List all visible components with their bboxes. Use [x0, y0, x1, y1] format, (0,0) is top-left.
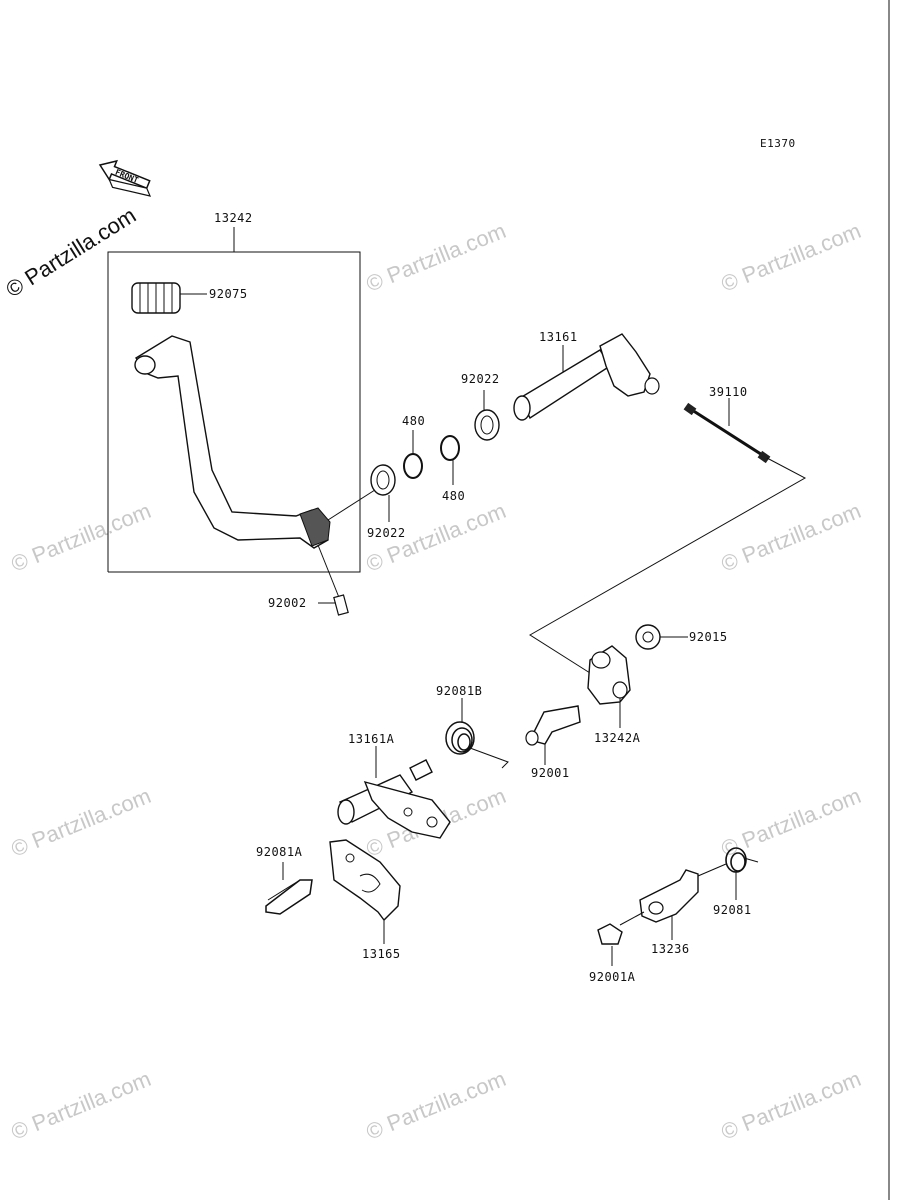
part-label-92002: 92002: [268, 596, 307, 610]
bolt-92001A: [597, 911, 645, 966]
part-label-13161A: 13161A: [348, 732, 395, 746]
watermark: © Partzilla.com: [8, 498, 155, 577]
leader: [529, 457, 807, 674]
bolt-92001: [525, 705, 581, 765]
lever-13236: [639, 869, 699, 940]
washer-92022-bottom: [370, 464, 396, 522]
rubber-92075: [131, 282, 207, 314]
circlip-480-top: [403, 430, 423, 479]
arm-13242A: [587, 645, 631, 728]
bolt-92002: [317, 544, 349, 616]
nut-92015: [635, 624, 688, 650]
part-label-92001: 92001: [531, 766, 570, 780]
part-label-92022-bottom: 92022: [367, 526, 406, 540]
part-label-39110: 39110: [709, 385, 748, 399]
part-label-92015: 92015: [689, 630, 728, 644]
part-label-92001A: 92001A: [589, 970, 636, 984]
watermark: © Partzilla.com: [718, 783, 865, 862]
leader: [327, 487, 379, 521]
part-label-13242: 13242: [214, 211, 253, 225]
watermark: © Partzilla.com: [8, 1066, 155, 1145]
plate-13165: [329, 839, 401, 944]
part-label-13242A: 13242A: [594, 731, 641, 745]
shift-shaft-13161: [513, 333, 660, 421]
spring-92081B: [445, 698, 509, 769]
part-label-13165: 13165: [362, 947, 401, 961]
washer-92022-top: [474, 390, 500, 441]
clip-92081A: [265, 862, 313, 915]
part-label-13236: 13236: [651, 942, 690, 956]
watermark: © Partzilla.com: [8, 783, 155, 862]
shift-pedal: [134, 335, 331, 549]
watermark: © Partzilla.com: [363, 218, 510, 297]
front-arrow-icon: FRONT: [98, 159, 152, 197]
watermark: © Partzilla.com: [363, 1066, 510, 1145]
spring-92081: [697, 847, 759, 900]
watermark: © Partzilla.com: [718, 218, 865, 297]
circlip-480-bottom: [440, 435, 460, 485]
rod-39110: [683, 398, 771, 464]
part-labels: 13242 92075 13161 92022 480 480 92022 39…: [209, 211, 752, 984]
part-label-92081A: 92081A: [256, 845, 303, 859]
part-label-92022-top: 92022: [461, 372, 500, 386]
part-label-13161: 13161: [539, 330, 578, 344]
part-label-480-bottom: 480: [442, 489, 465, 503]
part-label-480-top: 480: [402, 414, 425, 428]
part-label-92081B: 92081B: [436, 684, 482, 698]
watermark: © Partzilla.com: [718, 498, 865, 577]
part-label-92081: 92081: [713, 903, 752, 917]
pedal-assembly-box: [107, 227, 361, 573]
shaft-13161A: [337, 746, 451, 839]
watermark: © Partzilla.com: [718, 1066, 865, 1145]
watermark-group: © Partzilla.com © Partzilla.com © Partzi…: [8, 218, 865, 1145]
part-label-92075: 92075: [209, 287, 248, 301]
diagram-code: E1370: [760, 137, 796, 150]
